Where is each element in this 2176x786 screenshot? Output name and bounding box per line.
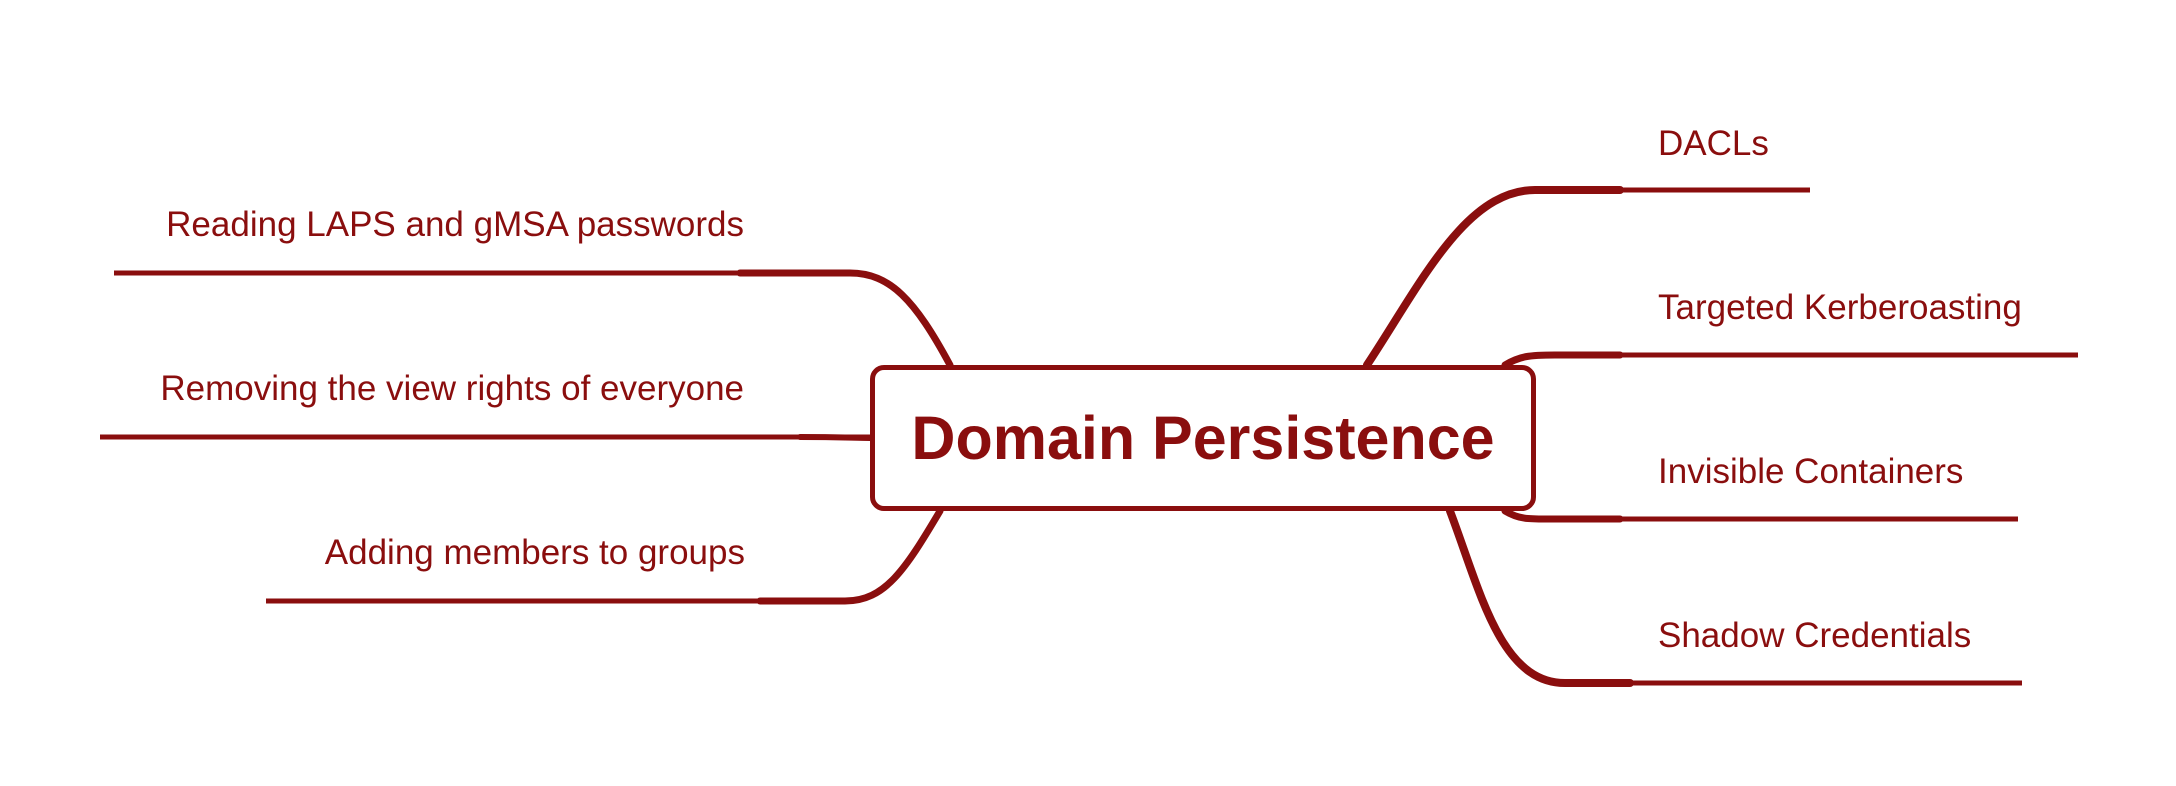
central-topic-box[interactable]: Domain Persistence [870,365,1536,511]
branch-label-dacls[interactable]: DACLs [1658,124,1769,163]
branch-label-targeted-kerberoasting[interactable]: Targeted Kerberoasting [1658,288,2022,327]
branch-label-invisible-containers[interactable]: Invisible Containers [1658,452,1964,491]
branch-label-removing-view-rights[interactable]: Removing the view rights of everyone [160,369,744,408]
branch-connector-left-1 [736,269,954,369]
branch-label-reading-laps-gmsa[interactable]: Reading LAPS and gMSA passwords [166,205,744,244]
central-topic-title: Domain Persistence [911,404,1495,472]
branch-label-adding-members[interactable]: Adding members to groups [324,533,745,572]
branch-connector-right-4 [1446,507,1634,687]
branch-connector-left-3 [756,507,944,605]
branch-label-shadow-credentials[interactable]: Shadow Credentials [1658,616,1972,655]
branch-connector-right-1 [1363,186,1624,369]
